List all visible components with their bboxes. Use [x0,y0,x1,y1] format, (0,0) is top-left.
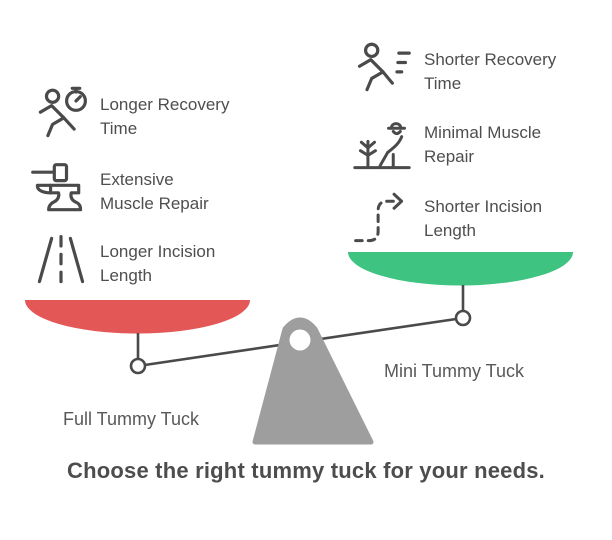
planting-person-icon [353,122,411,170]
feature-label: Extensive Muscle Repair [100,168,209,216]
anvil-hammer-icon [31,163,83,212]
feature-line: Longer Incision [100,242,216,261]
feature-line: Muscle Repair [100,194,209,213]
feature-line: Minimal Muscle [424,123,542,142]
feature-line: Shorter Incision [424,197,543,216]
diagram-caption: Choose the right tummy tuck for your nee… [67,458,545,483]
runner-stopwatch-icon [38,86,87,138]
right-beam-joint [454,309,472,327]
feature-line: Time [100,119,138,138]
feature-label: Shorter Incision Length [424,195,542,243]
road-dashed-line-icon [37,234,85,286]
feature-line: Length [424,221,476,240]
feature-line: Shorter Recovery [424,50,557,69]
left-pan [25,300,250,334]
dashed-curve-arrow-icon [354,192,404,243]
full-tummy-tuck-label: Full Tummy Tuck [63,409,200,429]
feature-line: Length [100,266,152,285]
scale-fulcrum [252,317,374,445]
feature-label: Longer Recovery Time [100,93,229,141]
runner-speed-dashes-icon [357,42,411,92]
feature-label: Minimal Muscle Repair [424,121,541,169]
mini-tummy-tuck-label: Mini Tummy Tuck [384,361,525,381]
feature-line: Extensive [100,170,174,189]
feature-label: Shorter Recovery Time [424,48,556,96]
feature-line: Repair [424,147,475,166]
feature-line: Longer Recovery [100,95,230,114]
feature-label: Longer Incision Length [100,240,215,288]
left-beam-joint [129,357,147,375]
right-pan [348,252,573,286]
feature-line: Time [424,74,462,93]
fulcrum-pivot-hole [289,329,311,351]
